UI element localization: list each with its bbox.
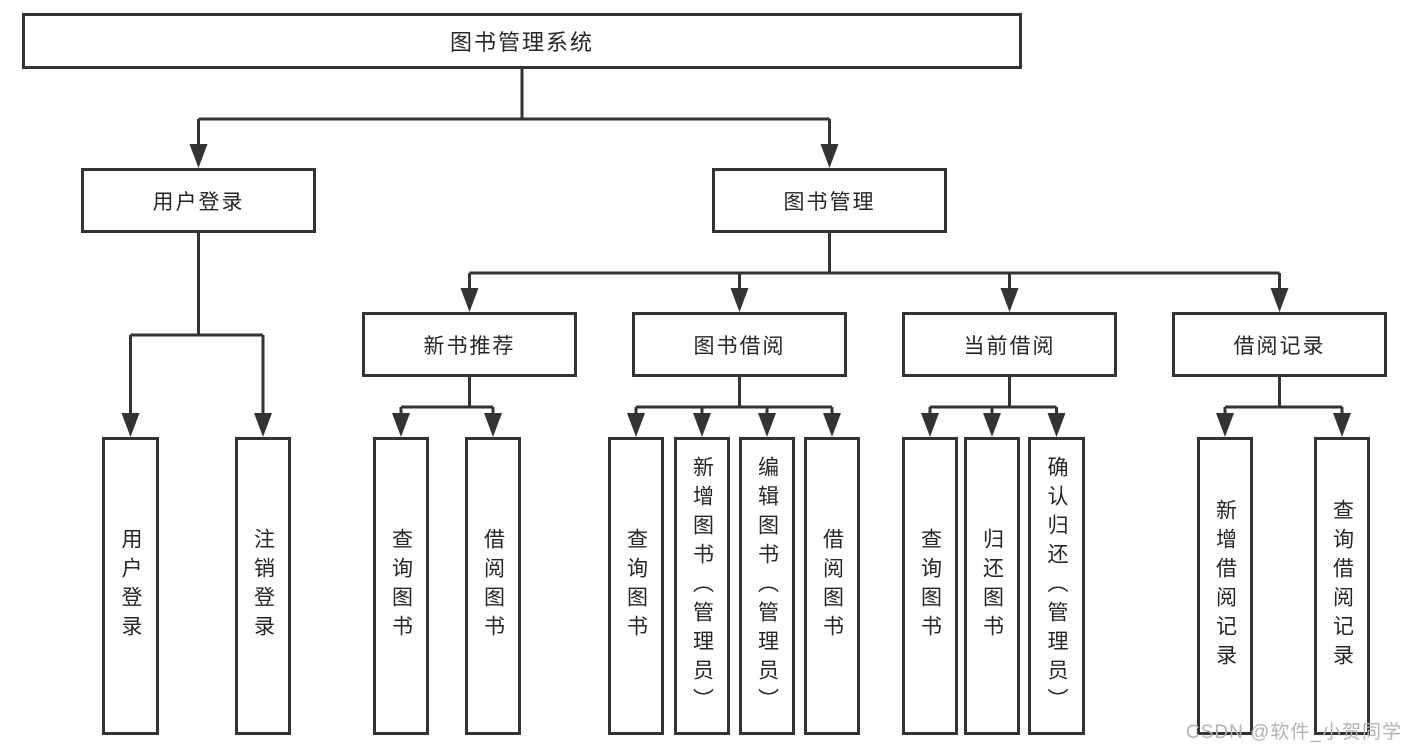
- node-new-book-recommendation: 新书推荐: [362, 312, 577, 377]
- leaf-add-books-admin: 新增图书（管理员）: [674, 437, 730, 735]
- node-borrowing-records: 借阅记录: [1172, 312, 1387, 377]
- leaf-query-books-borrow: 查询图书: [608, 437, 664, 735]
- node-user-login: 用户登录: [81, 168, 316, 233]
- node-library-management-system: 图书管理系统: [22, 13, 1022, 69]
- leaf-query-borrow-record: 查询借阅记录: [1314, 437, 1370, 735]
- leaf-borrow-books-recommend: 借阅图书: [465, 437, 521, 735]
- node-book-borrowing: 图书借阅: [632, 312, 847, 377]
- leaf-query-books-current: 查询图书: [902, 437, 958, 735]
- leaf-return-books: 归还图书: [964, 437, 1020, 735]
- leaf-edit-books-admin: 编辑图书（管理员）: [739, 437, 795, 735]
- leaf-confirm-return-admin: 确认归还（管理员）: [1028, 437, 1085, 735]
- leaf-borrow-books: 借阅图书: [804, 437, 860, 735]
- leaf-logout: 注销登录: [235, 437, 291, 735]
- leaf-add-borrow-record: 新增借阅记录: [1197, 437, 1253, 735]
- csdn-watermark: CSDN @软件_小贺同学: [1186, 722, 1402, 743]
- leaf-query-books-recommend: 查询图书: [373, 437, 429, 735]
- leaf-user-login: 用户登录: [102, 437, 159, 735]
- node-current-borrowing: 当前借阅: [902, 312, 1117, 377]
- node-book-management: 图书管理: [712, 168, 947, 233]
